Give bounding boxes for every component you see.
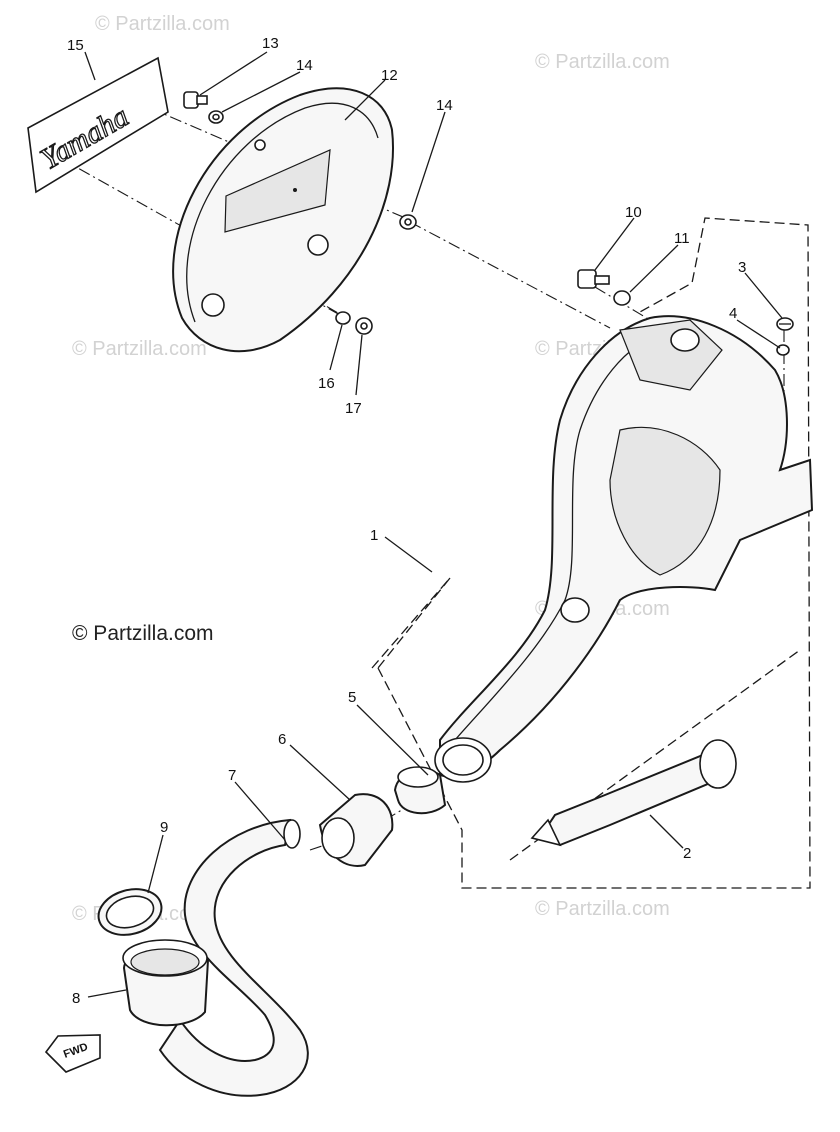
callouts: 1 2 3 4 5 6 7 8 9 10 11 12 13 14 14 15 1… <box>67 35 746 1007</box>
bolt-part-13 <box>183 91 208 109</box>
muffler-inlet-inner <box>442 744 484 776</box>
callout-12: 12 <box>381 67 398 84</box>
cover-dot <box>293 188 297 192</box>
callout-14-left: 14 <box>296 57 313 74</box>
cover-hole-top <box>254 139 266 151</box>
fwd-arrow: FWD <box>44 1034 101 1073</box>
washer-part-16 <box>335 311 351 325</box>
washer-part-11 <box>613 290 631 306</box>
muffler-side-panel <box>609 426 721 576</box>
leader-lines <box>84 51 783 998</box>
callout-1: 1 <box>370 527 378 544</box>
callout-3: 3 <box>738 259 746 276</box>
nut-part-8 <box>122 939 210 1027</box>
watermark-main: © Partzilla.com <box>72 622 214 645</box>
decal-plate <box>27 56 169 194</box>
watermark-bottom-right: © Partzilla.com <box>535 898 670 920</box>
bracket-hole <box>670 328 700 352</box>
callout-4: 4 <box>729 305 737 322</box>
callout-16: 16 <box>318 375 335 392</box>
joint-part-6 <box>318 793 394 867</box>
watermark-top-left: © Partzilla.com <box>95 13 230 35</box>
washer-part-14-left-hole <box>212 113 220 121</box>
watermark-mid-left: © Partzilla.com <box>72 338 207 360</box>
cover-hole-right <box>307 234 329 256</box>
callout-6: 6 <box>278 731 286 748</box>
spark-arrester-part-2 <box>530 739 737 847</box>
bolt-part-10 <box>577 269 610 289</box>
muffler-part-1 <box>434 315 814 783</box>
callout-7: 7 <box>228 767 236 784</box>
watermark-top-right: © Partzilla.com <box>535 51 670 73</box>
assembly-line-cover <box>409 221 611 329</box>
callout-15: 15 <box>67 37 84 54</box>
screw-part-3 <box>776 317 794 331</box>
exhaust-pipe-part-7 <box>158 818 309 1097</box>
callout-13: 13 <box>262 35 279 52</box>
washer-part-14-right-hole <box>404 218 412 226</box>
decal-part-15: Yamaha <box>27 56 169 194</box>
cover-hole-bottom <box>201 293 225 317</box>
cover-recess <box>224 149 331 233</box>
muffler-mount-hole <box>560 597 590 623</box>
callout-9: 9 <box>160 819 168 836</box>
callout-17: 17 <box>345 400 362 417</box>
ring-part-9 <box>97 888 163 936</box>
callout-2: 2 <box>683 845 691 862</box>
callout-11: 11 <box>674 230 690 247</box>
assembly-boundary <box>371 217 811 889</box>
gasket-part-5 <box>393 766 447 815</box>
callout-14-right: 14 <box>436 97 453 114</box>
callout-5: 5 <box>348 689 356 706</box>
callout-8: 8 <box>72 990 80 1007</box>
callout-10: 10 <box>625 204 642 221</box>
muffler-cover-part-12 <box>172 87 394 353</box>
nut-part-17-hole <box>360 322 368 330</box>
